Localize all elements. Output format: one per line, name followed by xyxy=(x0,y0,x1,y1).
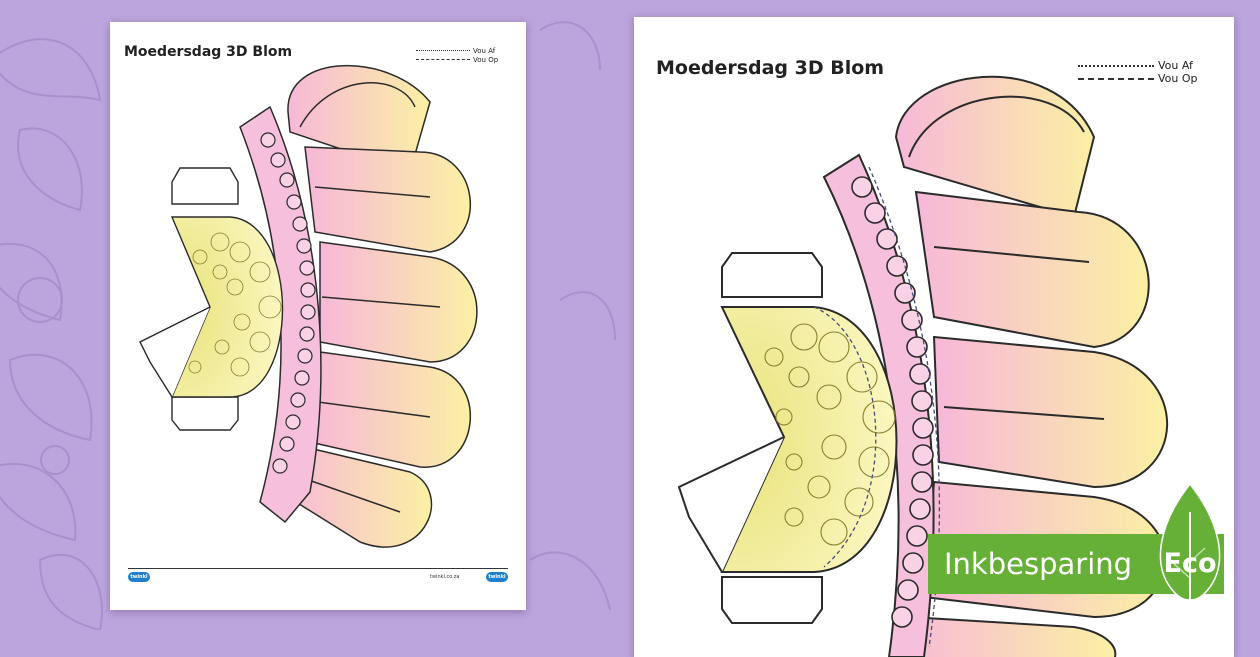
petal xyxy=(914,190,1150,349)
dashdot-line-swatch xyxy=(1078,77,1154,80)
page-title: Moedersdag 3D Blom xyxy=(656,57,885,79)
legend-fold-up: Vou Op xyxy=(1158,72,1198,85)
tab xyxy=(677,436,785,573)
petal xyxy=(287,65,431,173)
flower-center xyxy=(720,306,898,573)
tab xyxy=(171,167,239,205)
dotted-line-swatch xyxy=(1078,64,1154,67)
petal xyxy=(894,75,1096,219)
tab xyxy=(721,252,823,298)
brand-logo: twinkl xyxy=(128,572,150,582)
petal xyxy=(932,335,1169,489)
brand-logo: twinkl xyxy=(486,572,508,582)
page-title: Moedersdag 3D Blom xyxy=(124,44,293,60)
footer-divider xyxy=(128,568,508,569)
eco-label: Eco xyxy=(1163,548,1217,579)
worksheet-preview-small[interactable]: Moedersdag 3D Blom Vou Af Vou Op twinkl … xyxy=(110,22,526,610)
tab xyxy=(171,396,239,431)
tab xyxy=(721,576,823,624)
petal xyxy=(319,241,478,363)
fold-legend: Vou Af Vou Op xyxy=(416,46,498,64)
tab xyxy=(139,306,211,398)
fold-legend: Vou Af Vou Op xyxy=(1078,59,1198,85)
flower-center xyxy=(170,216,284,398)
website-text: twinkl.co.za xyxy=(430,574,460,580)
dashdot-line-swatch xyxy=(416,59,470,60)
petal xyxy=(304,146,472,253)
legend-fold-down: Vou Af xyxy=(1158,59,1193,72)
flower-template-small xyxy=(139,65,478,548)
ink-saving-label: Inkbesparing xyxy=(944,547,1133,581)
legend-fold-down: Vou Af xyxy=(473,46,496,55)
leaf-icon xyxy=(1159,482,1221,622)
legend-fold-up: Vou Op xyxy=(473,55,499,64)
petal xyxy=(309,351,472,468)
dotted-line-swatch xyxy=(416,50,470,51)
